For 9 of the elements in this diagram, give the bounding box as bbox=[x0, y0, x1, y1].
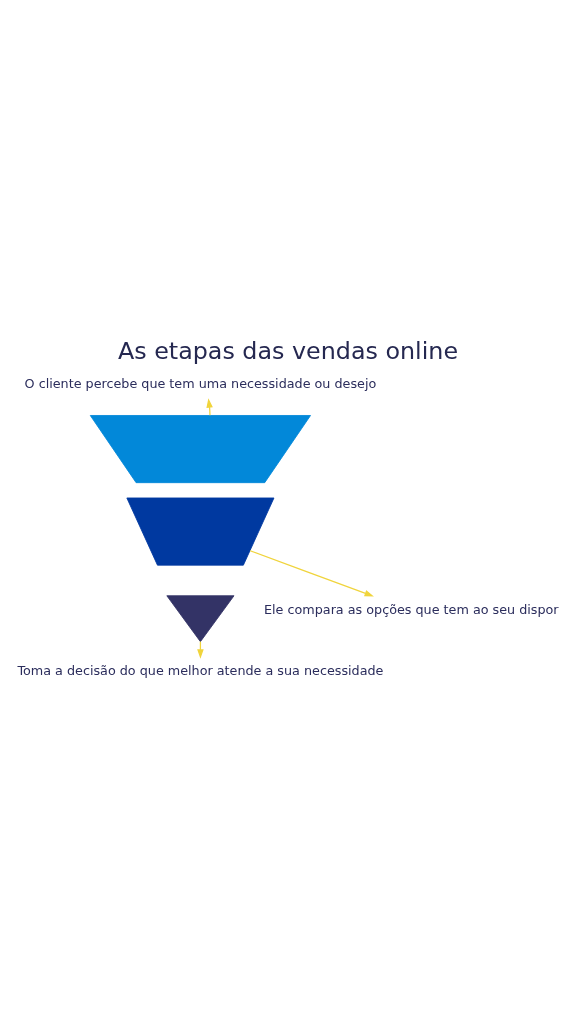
node-text: O cliente percebe que tem uma necessidade ou desejo bbox=[24, 375, 377, 391]
node-trapezoid bbox=[126, 497, 275, 566]
arrow bbox=[249, 550, 374, 597]
arrow bbox=[206, 398, 213, 416]
node-trapezoid bbox=[89, 415, 311, 484]
diagram-title: As etapas das vendas online bbox=[117, 336, 459, 365]
node-text: Ele compara as opções que tem ao seu dispor bbox=[264, 602, 559, 618]
node-triangle bbox=[166, 595, 235, 643]
node-text: Toma a decisão do que melhor atende a sua necessidade bbox=[17, 663, 384, 679]
